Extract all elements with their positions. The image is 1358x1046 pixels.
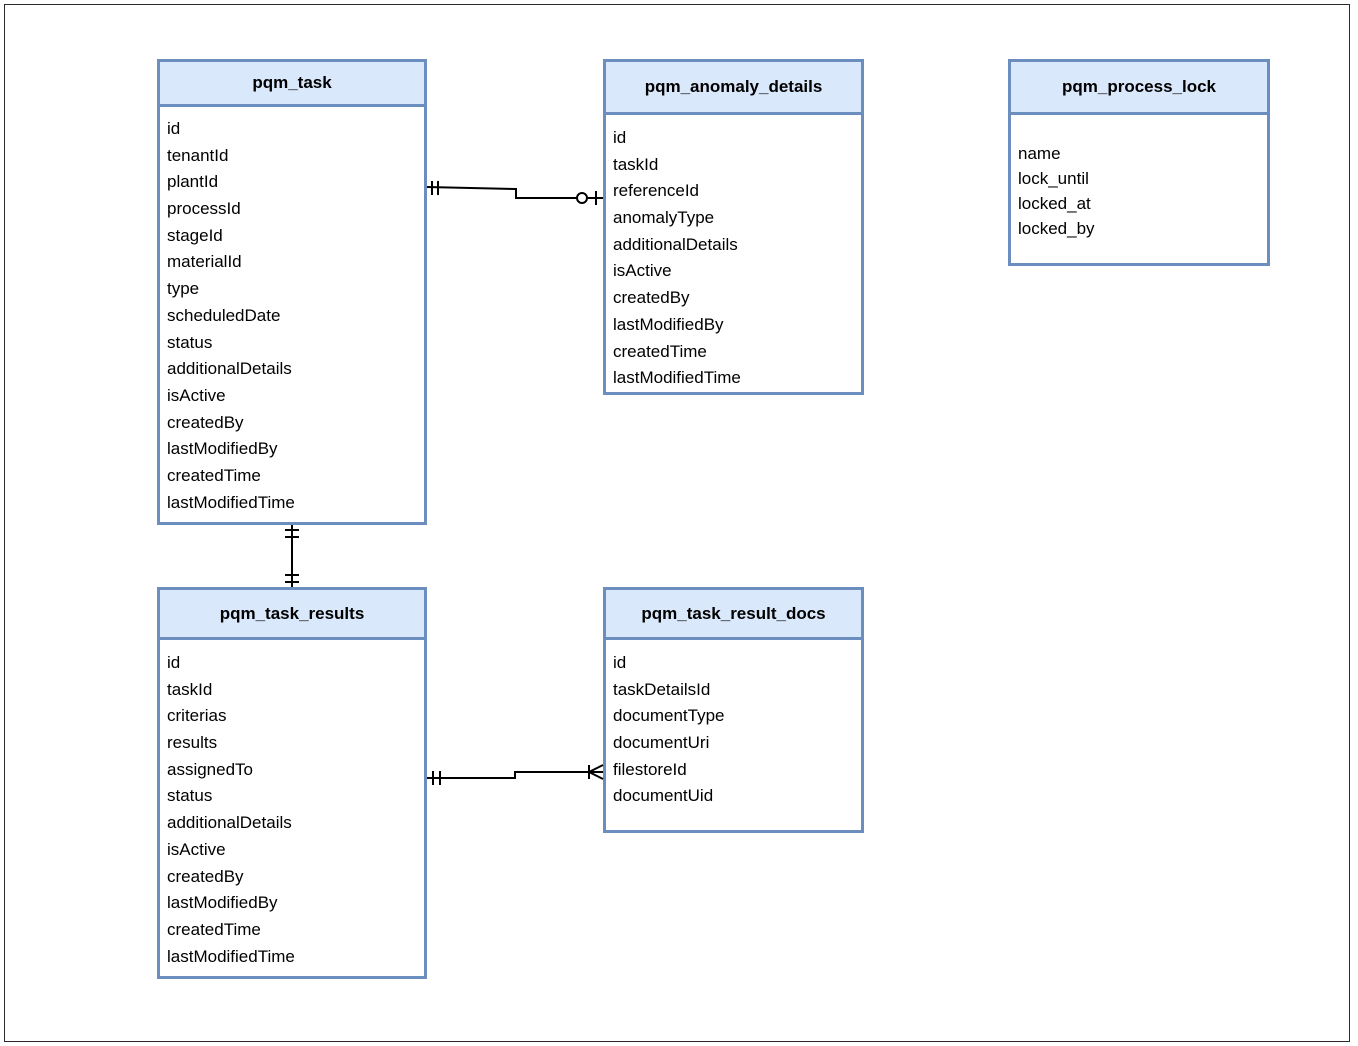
field-taskdetailsid: taskDetailsId	[613, 679, 711, 699]
field-lastmodifiedby: lastModifiedBy	[167, 439, 278, 459]
field-createdtime: createdTime	[167, 465, 261, 485]
field-documentuid: documentUid	[613, 786, 714, 806]
field-name: name	[1018, 144, 1061, 163]
field-list: id taskDetailsId documentType documentUri fi…	[606, 640, 861, 810]
entity-title: pqm_anomaly_details	[606, 62, 861, 115]
field-id: id	[613, 653, 627, 672]
field-list: id taskId referenceId anomalyType additional…	[606, 115, 861, 392]
field-lastmodifiedby: lastModifiedBy	[167, 893, 278, 913]
field-referenceid: referenceId	[613, 181, 699, 201]
field-processid: processId	[167, 199, 241, 219]
field-id: id	[167, 653, 181, 672]
field-status: status	[167, 786, 213, 806]
field-results: results	[167, 733, 218, 753]
field-createdby: createdBy	[167, 866, 244, 886]
field-additionaldetails: additionalDetails	[613, 234, 738, 254]
field-criterias: criterias	[167, 706, 227, 726]
field-isactive: isActive	[167, 385, 226, 405]
field-isactive: isActive	[167, 839, 226, 859]
diagram-frame	[4, 4, 1350, 1042]
field-anomalytype: anomalyType	[613, 208, 715, 228]
field-lastmodifiedtime: lastModifiedTime	[613, 368, 741, 388]
field-plantid: plantId	[167, 172, 219, 192]
entity-pqm-task-results[interactable]: pqm_task_results id taskId criterias result…	[157, 587, 427, 979]
field-lastmodifiedtime: lastModifiedTime	[167, 946, 295, 966]
field-lock-until: lock_until	[1018, 169, 1089, 188]
field-status: status	[167, 332, 213, 352]
field-id: id	[167, 119, 181, 138]
field-createdby: createdBy	[167, 412, 244, 432]
field-list: id taskId criterias results assignedTo status…	[160, 640, 424, 970]
entity-pqm-task[interactable]: pqm_task id tenantId plantId processId stage…	[157, 59, 427, 525]
field-list: name lock_until locked_at locked_by	[1011, 115, 1267, 241]
field-createdtime: createdTime	[613, 341, 707, 361]
field-assignedto: assignedTo	[167, 759, 254, 779]
field-createdtime: createdTime	[167, 919, 261, 939]
field-filestoreid: filestoreId	[613, 759, 687, 779]
entity-title: pqm_task_results	[160, 590, 424, 640]
field-locked-at: locked_at	[1018, 194, 1091, 213]
field-lastmodifiedtime: lastModifiedTime	[167, 492, 295, 512]
entity-pqm-process-lock[interactable]: pqm_process_lock name lock_until locked_at…	[1008, 59, 1270, 266]
entity-title: pqm_process_lock	[1011, 62, 1267, 115]
field-additionaldetails: additionalDetails	[167, 813, 292, 833]
field-scheduleddate: scheduledDate	[167, 305, 281, 325]
field-isactive: isActive	[613, 261, 672, 281]
field-id: id	[613, 128, 627, 147]
field-stageid: stageId	[167, 225, 223, 245]
entity-pqm-anomaly-details[interactable]: pqm_anomaly_details id taskId referenceId a…	[603, 59, 864, 395]
field-type: type	[167, 279, 200, 299]
field-tenantid: tenantId	[167, 145, 229, 165]
field-documenturi: documentUri	[613, 733, 710, 753]
field-list: id tenantId plantId processId stageId materia…	[160, 107, 424, 516]
field-additionaldetails: additionalDetails	[167, 359, 292, 379]
field-taskid: taskId	[613, 154, 659, 174]
entity-title: pqm_task_result_docs	[606, 590, 861, 640]
field-documenttype: documentType	[613, 706, 725, 726]
field-locked-by: locked_by	[1018, 219, 1095, 238]
entity-pqm-task-result-docs[interactable]: pqm_task_result_docs id taskDetailsId docu…	[603, 587, 864, 833]
field-createdby: createdBy	[613, 288, 690, 308]
field-taskid: taskId	[167, 679, 213, 699]
entity-title: pqm_task	[160, 62, 424, 107]
field-lastmodifiedby: lastModifiedBy	[613, 314, 724, 334]
field-materialid: materialId	[167, 252, 242, 272]
